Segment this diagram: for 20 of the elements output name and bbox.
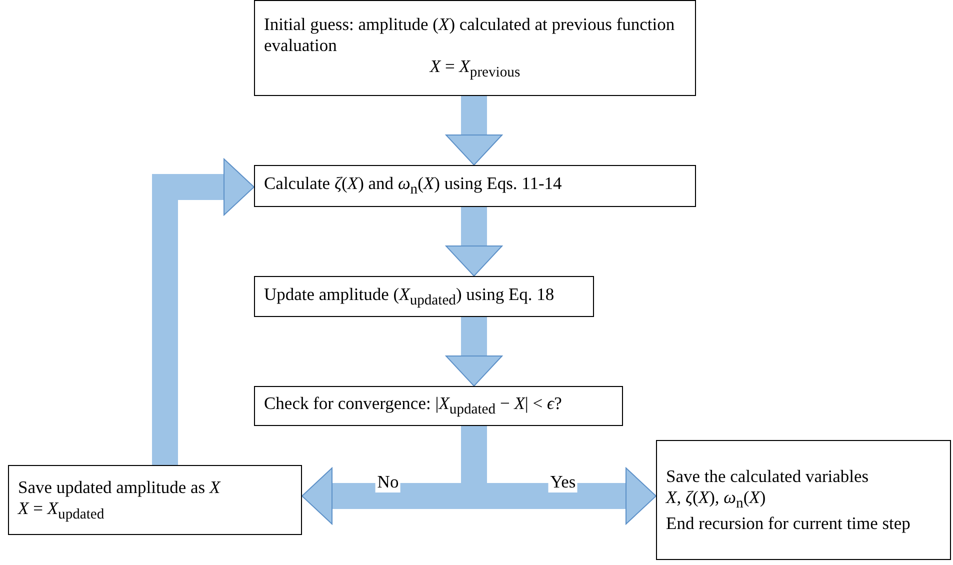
box-text: X = X$_{updated}$ [18, 498, 106, 524]
process-box [254, 386, 623, 426]
process-box [254, 276, 594, 317]
block-arrow [446, 96, 502, 166]
process-box [8, 465, 302, 535]
box-text: Initial guess: amplitude (X) calculated at previous function evaluation [264, 14, 676, 56]
box-text: X = X$_{previous}$ [428, 56, 522, 82]
box-text: Save updated amplitude as X [18, 476, 222, 498]
box-text: Check for convergence: |X$_{updated}$ − X| < ϵ? [264, 393, 563, 419]
process-box [254, 165, 696, 207]
process-box [656, 440, 951, 560]
process-box [254, 0, 696, 96]
block-arrow [152, 158, 254, 465]
box-text: Save the calculated variables [666, 466, 870, 487]
box-text: X, ζ(X), ω$_{n}$(X) [666, 487, 767, 513]
block-arrow [446, 207, 502, 276]
block-arrow [446, 317, 502, 386]
box-text: End recursion for current time step [666, 512, 912, 534]
box-text: Update amplitude (X$_{updated}$) using Eq. 18 [264, 284, 556, 310]
box-text: Calculate ζ(X) and ω$_{n}$(X) using Eqs. 11-14 [264, 173, 563, 199]
